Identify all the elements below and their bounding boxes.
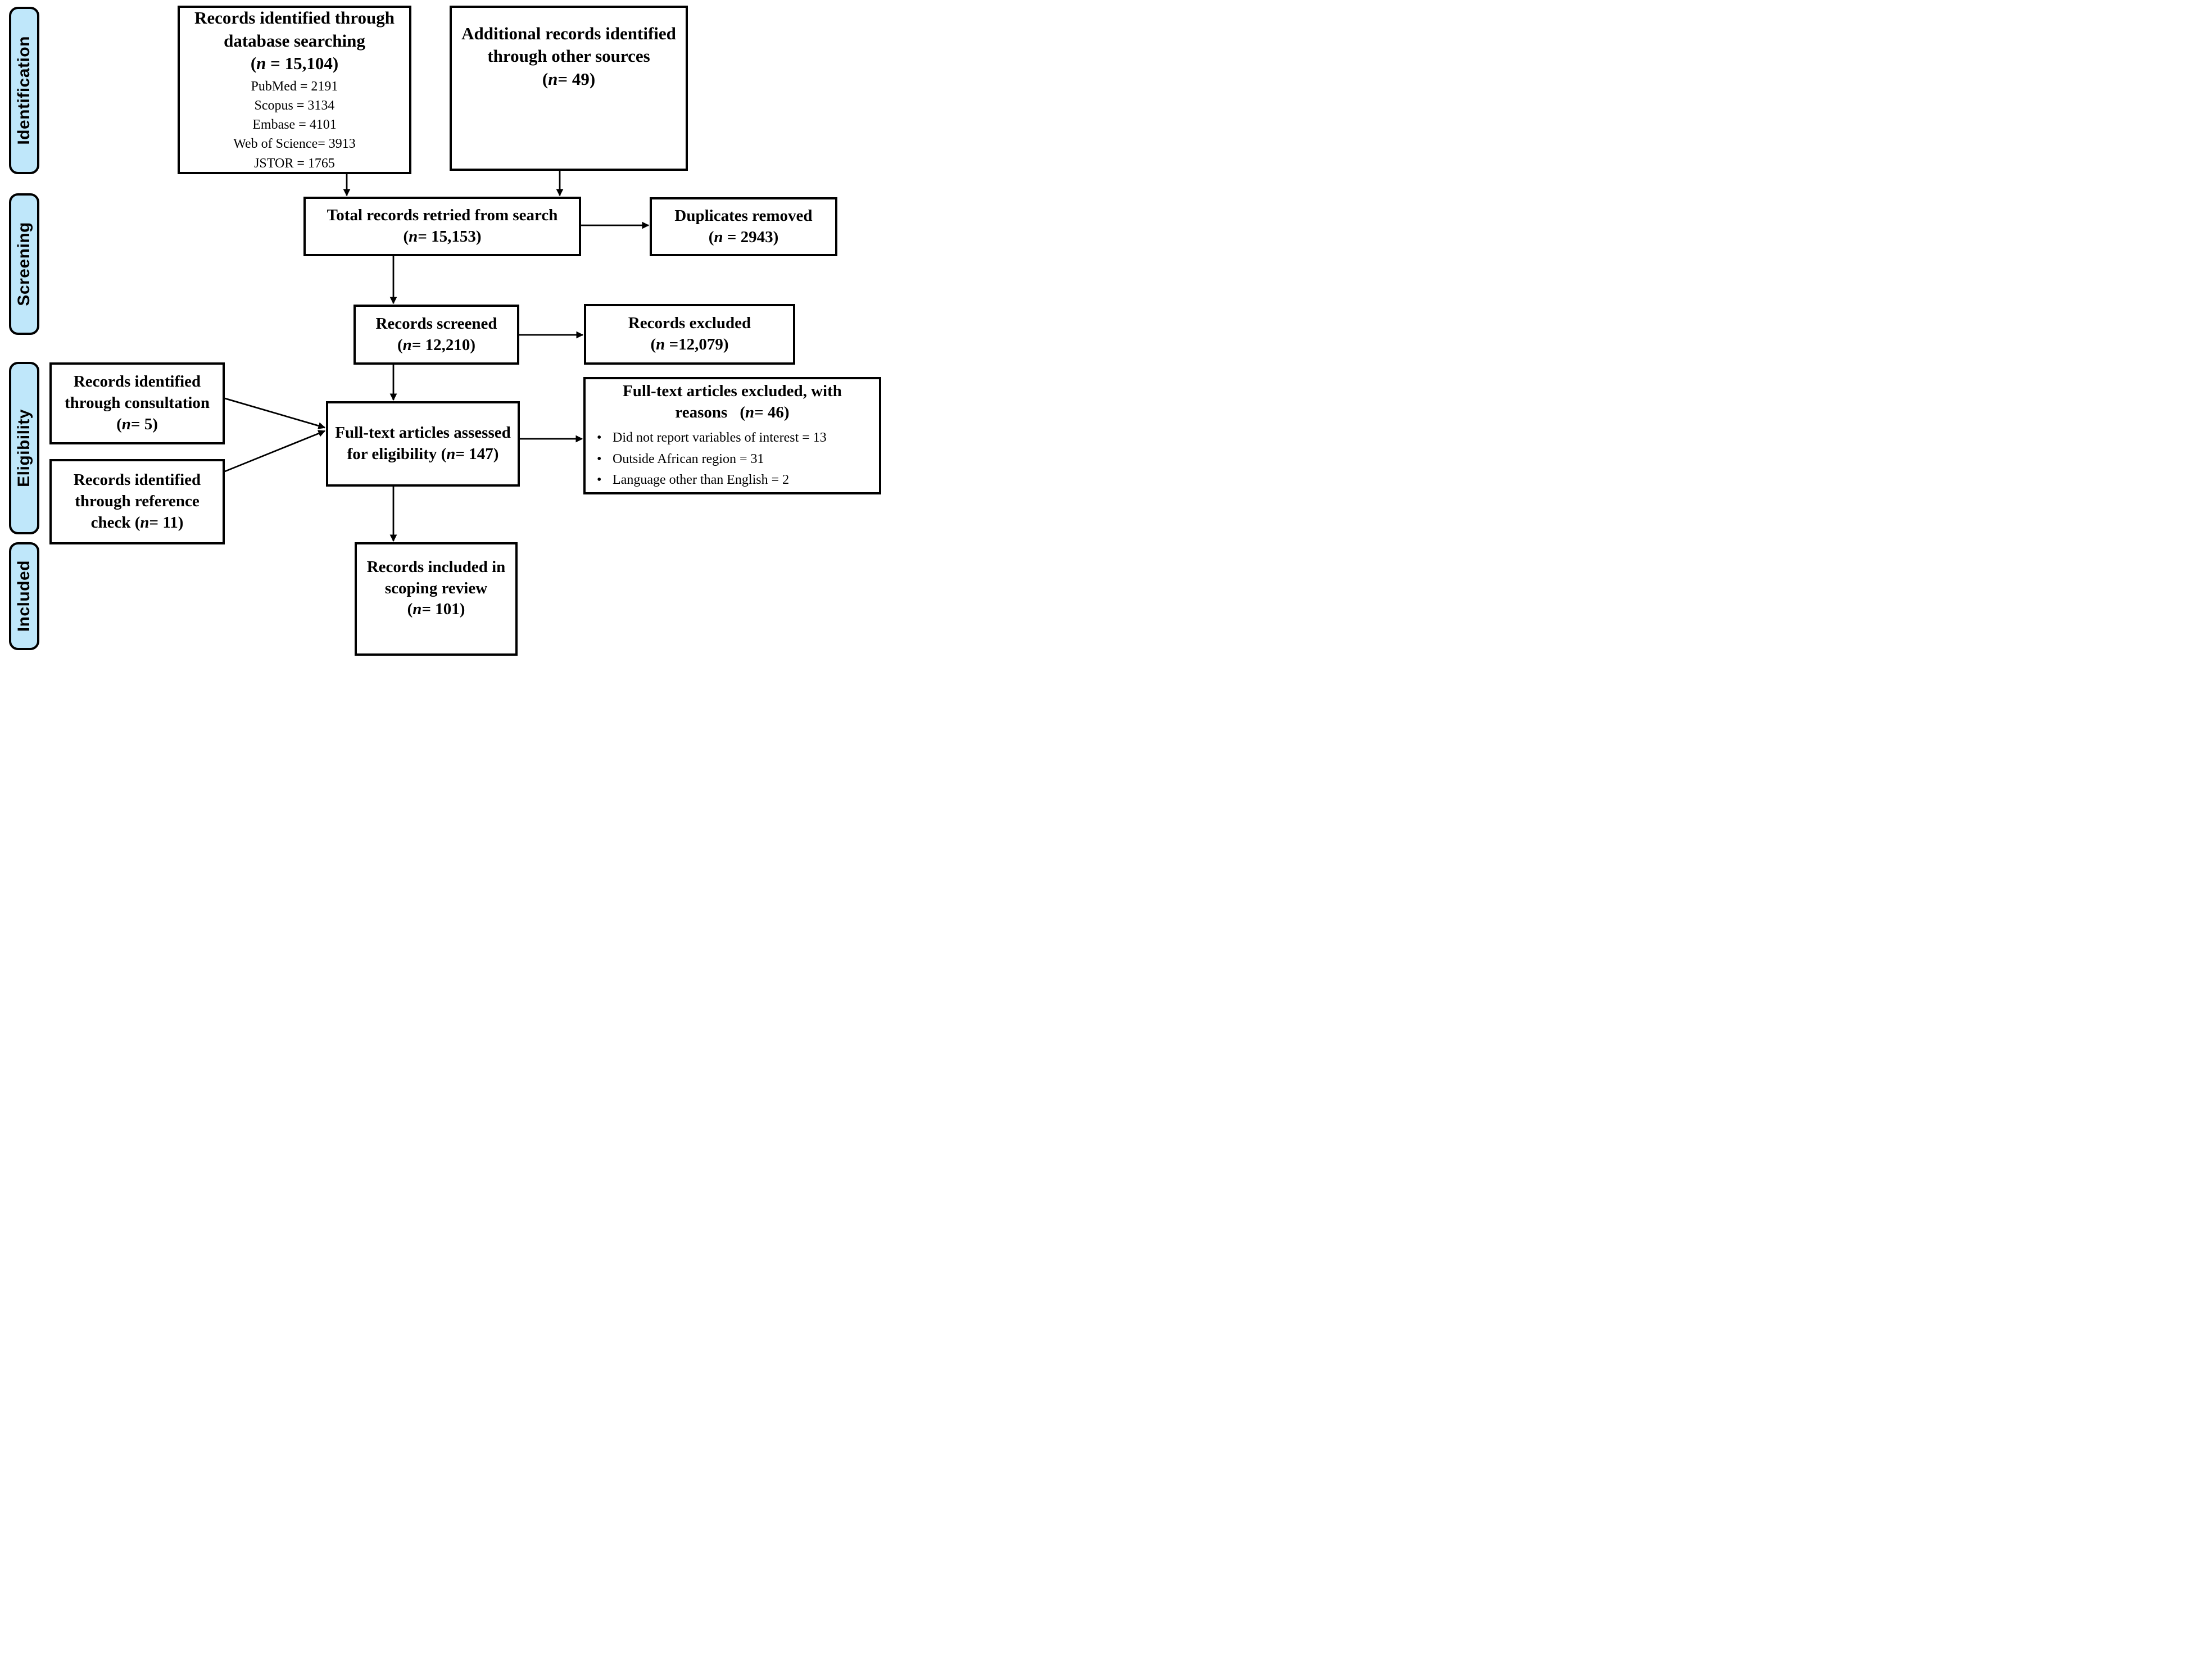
box-count: (n= 46) <box>740 403 790 421</box>
box-title: Full-text articles assessed for eligibil… <box>335 423 511 465</box>
box-title: Additional records identified through ot… <box>461 24 676 66</box>
database-count-line: PubMed = 2191 <box>251 79 338 94</box>
box-records-screened: Records screened (n= 12,210) <box>353 305 519 365</box>
box-title-text: Full-text articles assessed for eligibil… <box>335 424 511 463</box>
box-title: Total records retried from search <box>327 206 558 225</box>
box-title: Records excluded <box>628 314 751 333</box>
stage-label-screening: Screening <box>9 193 39 335</box>
box-count: (n =12,079) <box>650 335 729 353</box>
box-count: (n = 2943) <box>708 228 779 246</box>
box-count: (n= 11) <box>134 513 184 532</box>
box-records-excluded: Records excluded (n =12,079) <box>584 304 795 365</box>
database-count-line: Embase = 4101 <box>252 117 337 133</box>
stage-label-text: Screening <box>15 222 33 306</box>
box-duplicates-removed: Duplicates removed (n = 2943) <box>650 197 837 256</box>
box-consultation: Records identified through consultation … <box>49 362 225 444</box>
box-title-text: Full-text articles excluded, with reason… <box>623 382 842 421</box>
box-title: Records identified through database sear… <box>194 8 395 51</box>
box-fulltext-assessed: Full-text articles assessed for eligibil… <box>326 401 520 487</box>
exclusion-reason: Did not report variables of interest = 1… <box>592 428 872 448</box>
stage-label-text: Identification <box>15 36 33 145</box>
box-count: (n= 101) <box>407 600 465 619</box>
box-title: Duplicates removed <box>674 206 813 225</box>
box-title: Records included in scoping review <box>366 558 506 597</box>
box-count: (n= 12,210) <box>397 335 475 354</box>
stage-label-text: Eligibility <box>15 409 33 487</box>
box-reference-check: Records identified through reference che… <box>49 459 225 544</box>
box-title: Records identified through consultation <box>64 373 210 412</box>
box-count: (n= 147) <box>441 445 499 463</box>
exclusion-reasons: Did not report variables of interest = 1… <box>592 428 872 491</box>
arrow-reference-check-to-fulltext <box>224 430 326 473</box>
stage-label-eligibility: Eligibility <box>9 362 39 534</box>
box-count: (n= 15,153) <box>403 228 482 246</box>
box-title: Full-text articles excluded, with reason… <box>592 381 872 423</box>
exclusion-reason: Language other than English = 2 <box>592 470 872 491</box>
database-count-line: JSTOR = 1765 <box>254 156 335 171</box>
stage-label-included: Included <box>9 542 39 650</box>
arrow-consultation-to-fulltext <box>224 397 326 429</box>
box-count: (n= 5) <box>116 415 158 433</box>
box-count: (n= 49) <box>542 69 596 89</box>
prisma-flow-diagram: Identification Screening Eligibility Inc… <box>0 0 885 663</box>
box-title-text: Records identified through reference che… <box>73 471 201 532</box>
exclusion-reason: Outside African region = 31 <box>592 449 872 470</box>
box-title: Records screened <box>375 314 497 333</box>
database-count-line: Web of Science= 3913 <box>233 137 356 152</box>
box-included-review: Records included in scoping review (n= 1… <box>355 542 518 656</box>
database-count-line: Scopus = 3134 <box>254 98 335 114</box>
stage-label-identification: Identification <box>9 7 39 174</box>
box-database-searching: Records identified through database sear… <box>178 6 411 174</box>
stage-label-text: Included <box>15 560 33 632</box>
box-count: (n = 15,104) <box>250 53 339 73</box>
box-other-sources: Additional records identified through ot… <box>450 6 688 171</box>
box-total-records: Total records retried from search (n= 15… <box>303 197 581 256</box>
box-title: Records identified through reference che… <box>58 470 216 533</box>
box-fulltext-excluded: Full-text articles excluded, with reason… <box>583 377 881 494</box>
